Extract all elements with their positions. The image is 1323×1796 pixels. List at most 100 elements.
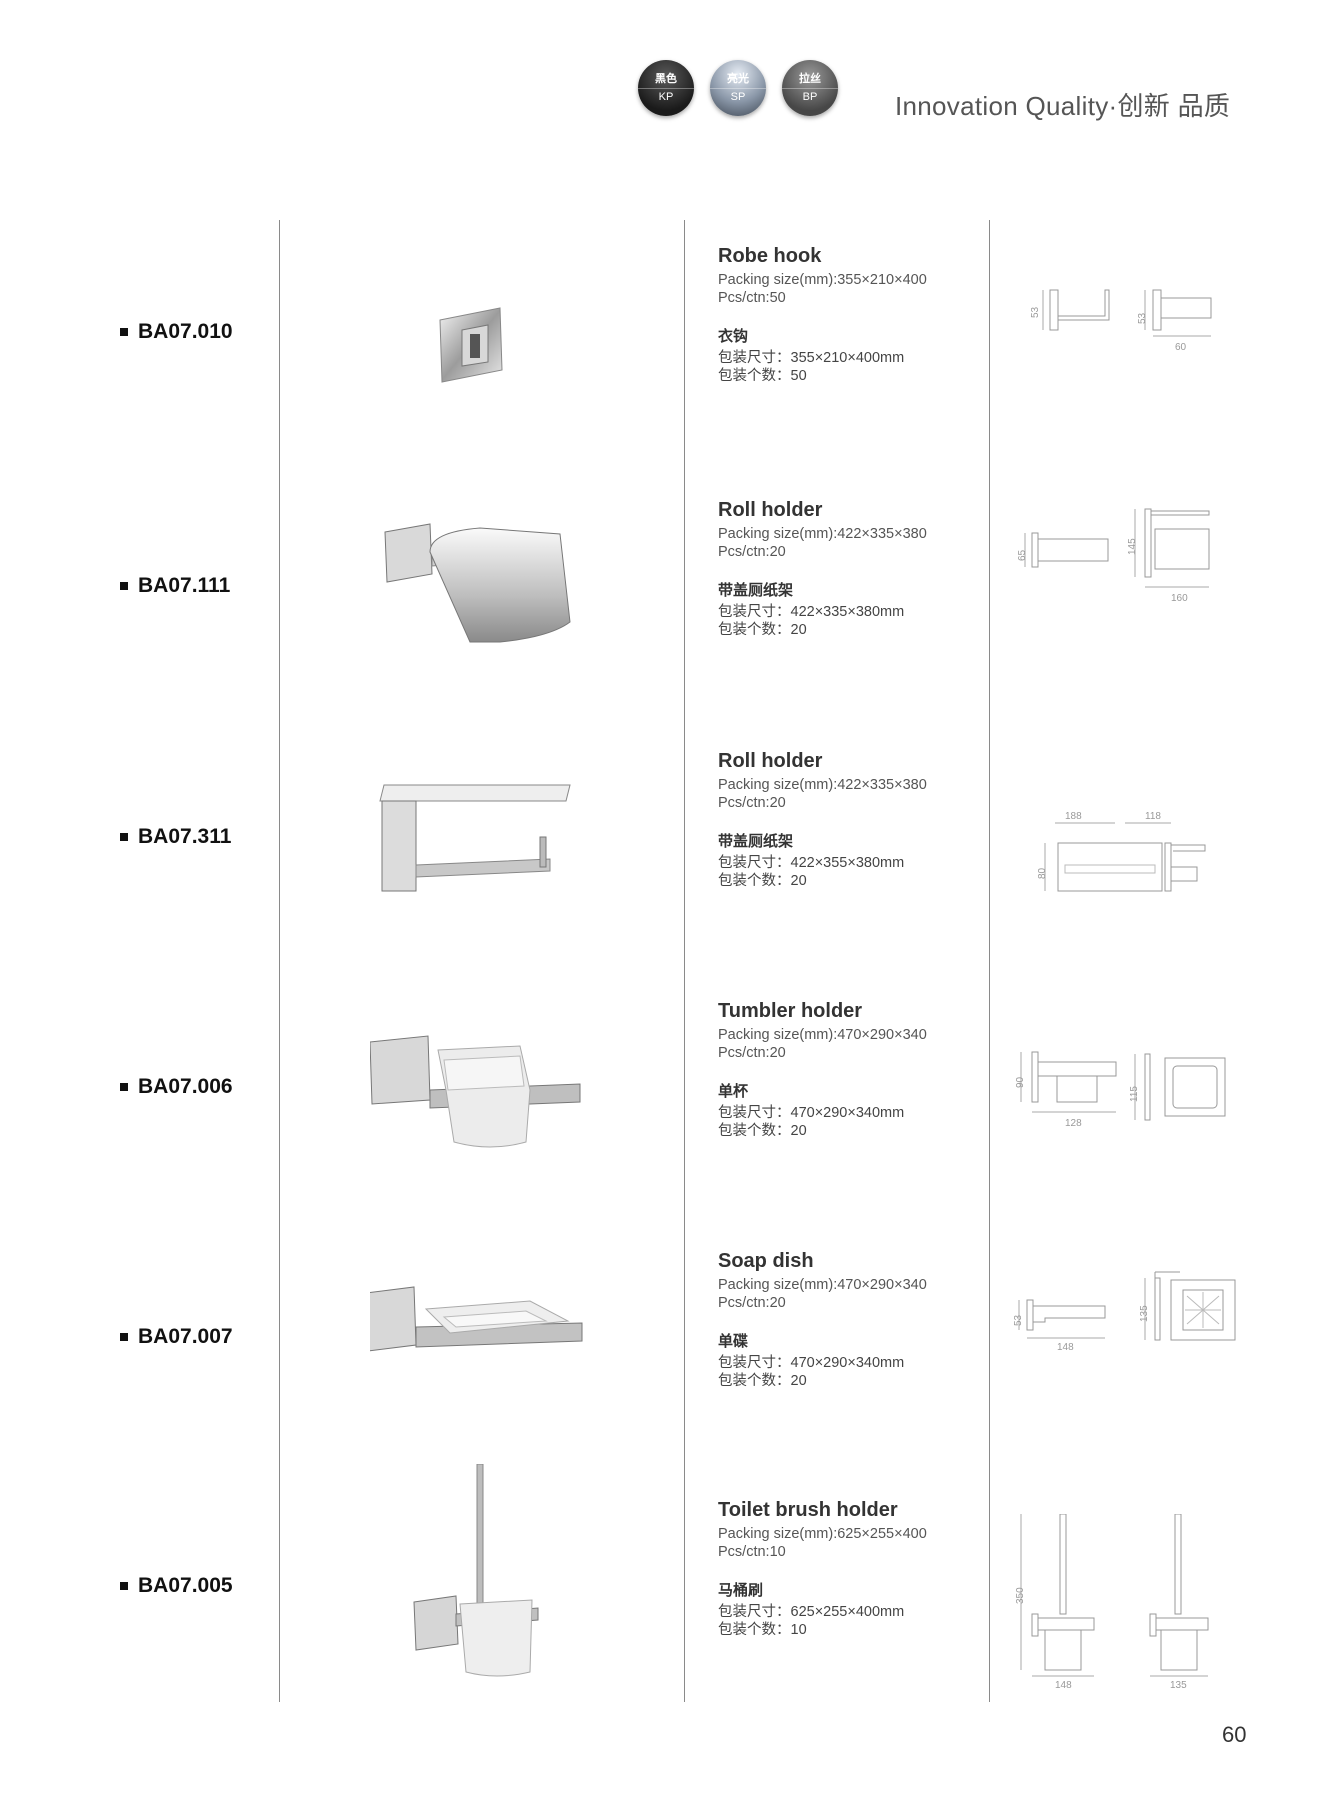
packing-size: Packing size(mm):470×290×340 — [718, 1027, 927, 1043]
column-divider — [684, 220, 685, 1702]
finish-swatches: 黑色 KP 亮光 SP 拉丝 BP — [638, 60, 878, 120]
product-code: BA07.007 — [120, 1325, 233, 1349]
packing-size-cn: 包装尺寸：355×210×400mm — [718, 350, 905, 366]
technical-drawing: 53 148 135 — [1005, 1260, 1265, 1370]
bullet-icon — [120, 582, 128, 590]
dim-label: 135 — [1139, 1305, 1150, 1322]
packing-size-cn: 包装尺寸：470×290×340mm — [718, 1355, 905, 1371]
robe-hook-photo — [370, 300, 600, 390]
column-divider — [279, 220, 280, 1702]
dim-label: 118 — [1145, 811, 1161, 822]
product-row: BA07.111 Roll holder Packing size(mm):42… — [0, 494, 1323, 746]
technical-drawing: 350 148 135 — [1005, 1513, 1265, 1694]
dim-label: 53 — [1137, 312, 1148, 324]
product-code: BA07.006 — [120, 1075, 233, 1099]
column-divider — [989, 220, 990, 1702]
finish-kp-swatch: 黑色 KP — [638, 60, 694, 116]
bullet-icon — [120, 1333, 128, 1341]
tagline: Innovation Quality·创新 品质 — [895, 91, 1231, 121]
packing-size: Packing size(mm):470×290×340 — [718, 1277, 927, 1293]
finish-kp-code: KP — [658, 91, 674, 103]
bullet-icon — [120, 1083, 128, 1091]
soap-dish-photo — [365, 1275, 600, 1385]
dim-label: 115 — [1129, 1086, 1140, 1102]
packing-size-cn: 包装尺寸：625×255×400mm — [718, 1604, 905, 1620]
dim-label: 160 — [1171, 593, 1188, 604]
packing-size: Packing size(mm):355×210×400 — [718, 272, 927, 288]
pcs-per-carton: Pcs/ctn:20 — [718, 795, 786, 811]
packing-size: Packing size(mm):625×255×400 — [718, 1526, 927, 1542]
packing-size-cn: 包装尺寸：422×335×380mm — [718, 604, 905, 620]
finish-bp-swatch: 拉丝 BP — [782, 60, 838, 116]
bullet-icon — [120, 328, 128, 336]
technical-drawing: 90 128 115 — [1005, 1040, 1265, 1150]
product-info: Toilet brush holder Packing size(mm):625… — [718, 1499, 978, 1639]
pcs-per-carton: Pcs/ctn:20 — [718, 1295, 786, 1311]
technical-drawing: 53 53 60 — [1005, 270, 1265, 360]
tumbler-holder-photo — [369, 1030, 600, 1160]
roll-holder-covered-photo — [370, 512, 600, 652]
finish-sp-cn: 亮光 — [727, 73, 749, 85]
bullet-icon — [120, 833, 128, 841]
pcs-per-carton-cn: 包装个数：20 — [718, 873, 807, 889]
product-name: Tumbler holder — [718, 1000, 863, 1022]
bullet-icon — [120, 1582, 128, 1590]
dim-label: 350 — [1015, 1587, 1026, 1604]
pcs-per-carton-cn: 包装个数：10 — [718, 1622, 807, 1638]
pcs-per-carton-cn: 包装个数：50 — [718, 368, 807, 384]
product-code: BA07.010 — [120, 320, 233, 344]
product-info: Soap dish Packing size(mm):470×290×340 P… — [718, 1250, 978, 1390]
dim-label: 53 — [1013, 1314, 1024, 1326]
dim-label: 135 — [1170, 1680, 1187, 1691]
finish-kp-cn: 黑色 — [655, 73, 677, 85]
product-name-cn: 单碟 — [718, 1333, 749, 1350]
dim-label: 145 — [1127, 538, 1138, 555]
page-number: 60 — [1222, 1722, 1247, 1747]
product-name-cn: 衣钩 — [718, 328, 749, 345]
product-info: Roll holder Packing size(mm):422×335×380… — [718, 750, 978, 890]
finish-bp-code: BP — [802, 91, 818, 103]
product-name: Robe hook — [718, 245, 822, 267]
packing-size: Packing size(mm):422×335×380 — [718, 777, 927, 793]
product-row: BA07.010 Robe hook Packing size(mm):355×… — [0, 240, 1323, 492]
finish-sp-swatch: 亮光 SP — [710, 60, 766, 116]
pcs-per-carton-cn: 包装个数：20 — [718, 1123, 807, 1139]
product-code: BA07.311 — [120, 825, 231, 849]
dim-label: 65 — [1017, 549, 1028, 561]
pcs-per-carton-cn: 包装个数：20 — [718, 622, 807, 638]
product-name: Roll holder — [718, 499, 823, 521]
dim-label: 188 — [1065, 811, 1082, 822]
product-row: BA07.005 Toilet brush holder Packing siz… — [0, 1463, 1323, 1746]
technical-drawing: 65 145 160 — [1005, 499, 1265, 609]
product-name-cn: 马桶刷 — [718, 1582, 764, 1599]
dim-label: 90 — [1015, 1076, 1026, 1088]
product-info: Roll holder Packing size(mm):422×335×380… — [718, 499, 978, 639]
pcs-per-carton: Pcs/ctn:10 — [718, 1544, 786, 1560]
dim-label: 60 — [1175, 342, 1187, 353]
product-name-cn: 单杯 — [718, 1083, 749, 1100]
product-name: Soap dish — [718, 1250, 814, 1272]
finish-sp-code: SP — [730, 91, 746, 103]
product-row: BA07.006 Tumbler holder Packing size(mm)… — [0, 995, 1323, 1247]
finish-bp-cn: 拉丝 — [799, 73, 821, 85]
dim-label: 128 — [1065, 1118, 1082, 1129]
product-name-cn: 带盖厕纸架 — [718, 833, 794, 850]
dim-label: 148 — [1057, 1342, 1074, 1353]
packing-size-cn: 包装尺寸：470×290×340mm — [718, 1105, 905, 1121]
dim-label: 148 — [1055, 1680, 1072, 1691]
product-name-cn: 带盖厕纸架 — [718, 582, 794, 599]
product-info: Robe hook Packing size(mm):355×210×400 P… — [718, 245, 978, 385]
product-name: Roll holder — [718, 750, 823, 772]
product-code: BA07.005 — [120, 1574, 233, 1598]
product-info: Tumbler holder Packing size(mm):470×290×… — [718, 1000, 978, 1140]
packing-size: Packing size(mm):422×335×380 — [718, 526, 927, 542]
pcs-per-carton: Pcs/ctn:20 — [718, 1045, 786, 1061]
dim-label: 80 — [1037, 867, 1048, 879]
packing-size-cn: 包装尺寸：422×355×380mm — [718, 855, 905, 871]
toilet-brush-holder-photo — [370, 1463, 600, 1684]
dim-label: 53 — [1030, 306, 1041, 318]
technical-drawing: 188 118 80 — [1005, 805, 1265, 915]
product-row: BA07.311 Roll holder Packing size(mm):42… — [0, 745, 1323, 997]
pcs-per-carton: Pcs/ctn:20 — [718, 544, 786, 560]
pcs-per-carton: Pcs/ctn:50 — [718, 290, 786, 306]
